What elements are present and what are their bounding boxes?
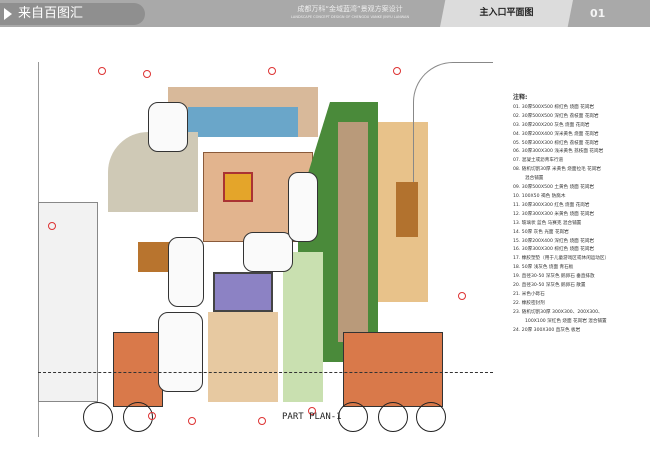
note-item: 08. 随机切割30厚 米黄色 烧面拉毛 花岗岩 (513, 167, 601, 173)
note-item-cont: 混合铺置 (525, 176, 544, 182)
watermark-text: 来自百图汇 (18, 6, 84, 21)
note-item: 03. 30厚200X200 灰色 烧面 花岗岩 (513, 122, 590, 128)
play-icon (4, 8, 12, 20)
watermark: 来自百图汇 www.5tu.cn (0, 3, 145, 42)
notes-legend: 注释: 01. 30厚500X500 棕红色 烧面 花岗岩 02. 30厚500… (513, 94, 648, 335)
note-item: 15. 30厚200X400 深红色 烧面 花岗岩 (513, 238, 595, 244)
note-item: 18. 50厚 浅灰色 烧面 青石板 (513, 265, 574, 271)
project-title-en: LANDSCAPE CONCEPT DESIGN OF CHENGDU VANK… (290, 15, 410, 19)
note-item: 04. 30厚200X400 深米黄色 烧面 花岗岩 (513, 131, 599, 137)
watermark-url: www.5tu.cn (24, 31, 85, 42)
note-item: 11. 30厚300X300 红色 烧面 花岗岩 (513, 202, 590, 208)
note-item: 10. 100X50 褐色 防腐木 (513, 193, 566, 199)
note-item: 22. 橡胶密封剂 (513, 300, 545, 306)
note-item: 01. 30厚500X500 棕红色 烧面 花岗岩 (513, 104, 595, 110)
project-title-cn: 成都万科“金域蓝湾”景观方案设计 (297, 5, 403, 13)
notes-title: 注释: (513, 94, 528, 101)
project-title: 成都万科“金域蓝湾”景观方案设计 LANDSCAPE CONCEPT DESIG… (255, 5, 445, 20)
header-bar: 来自百图汇 www.5tu.cn 成都万科“金域蓝湾”景观方案设计 LANDSCA… (0, 0, 650, 42)
note-item: 05. 50厚300X300 棕红色 荔枝面 花岗岩 (513, 140, 599, 146)
note-item: 21. 米色小砾石 (513, 291, 545, 297)
note-item-cont: 100X100 深红色 烧面 花岗岩 混合铺置 (525, 318, 607, 324)
note-item: 20. 直径30-50 深灰色 鹅卵石 散置 (513, 283, 586, 289)
note-item: 02. 30厚500X500 深红色 荔枝面 花岗岩 (513, 113, 599, 119)
note-item: 12. 30厚300X300 米黄色 烧面 花岗岩 (513, 211, 595, 217)
note-item: 23. 随机切割30厚 300X300、200X300、 (513, 309, 603, 315)
note-item: 13. 玻璃状 蓝色 马赛克 混合铺置 (513, 220, 582, 226)
note-item: 16. 30厚300X300 棕红色 烧面 花岗岩 (513, 247, 595, 253)
note-item: 09. 30厚500X500 土黄色 烧面 花岗岩 (513, 185, 595, 191)
note-item: 07. 混凝土或沥青车行道 (513, 158, 564, 164)
note-item: 17. 橡胶塑垫（用于儿童游戏区或休闲运动区） (513, 256, 610, 262)
sheet-number: 01 (590, 7, 606, 20)
site-plan-drawing (38, 62, 493, 437)
note-item: 24. 20厚 300X300 直灰色 板岩 (513, 327, 581, 333)
note-item: 06. 30厚300X300 浅米黄色 荔枝面 花岗岩 (513, 149, 604, 155)
note-item: 14. 50厚 灰色 光面 花岗岩 (513, 229, 569, 235)
plan-label: PART PLAN-1 (282, 412, 342, 422)
note-item: 19. 直径30-50 深灰色 鹅卵石 垂直排放 (513, 274, 595, 280)
sheet-title: 主入口平面图 (440, 0, 573, 27)
